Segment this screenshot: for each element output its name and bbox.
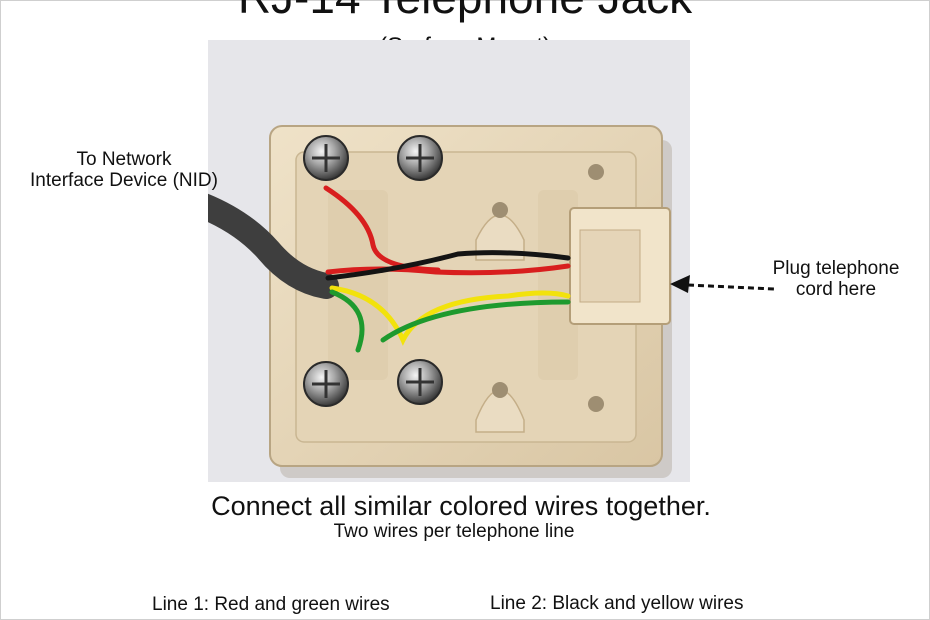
nid-label: To Network Interface Device (NID) [10, 149, 238, 191]
plug-label-line1: Plug telephone [772, 258, 900, 279]
jack-photo [208, 40, 690, 482]
plug-label: Plug telephone cord here [756, 258, 916, 300]
rj14-socket-icon [569, 207, 671, 325]
nid-label-line2: Interface Device (NID) [30, 170, 218, 191]
legend-line2: Line 2: Black and yellow wires [490, 593, 744, 614]
diagram-title: RJ-14 Telephone Jack [0, 0, 930, 20]
nid-label-line1: To Network [76, 149, 172, 170]
instruction-subtext: Two wires per telephone line [333, 521, 575, 542]
nid-cable [208, 193, 339, 299]
legend-line1: Line 1: Red and green wires [152, 594, 390, 615]
dashed-arrow-icon [670, 275, 775, 293]
screw-terminal-icon [303, 135, 349, 181]
wires [323, 185, 571, 353]
yellow-wire [329, 285, 571, 346]
black-wire [325, 250, 571, 281]
screw-terminal-icon [397, 359, 443, 405]
plug-label-line2: cord here [795, 279, 877, 300]
screw-terminal-icon [303, 361, 349, 407]
screw-terminal-icon [397, 135, 443, 181]
jack-body [269, 125, 663, 467]
green-wire [329, 289, 571, 353]
instruction-text: Connect all similar colored wires togeth… [211, 491, 711, 521]
